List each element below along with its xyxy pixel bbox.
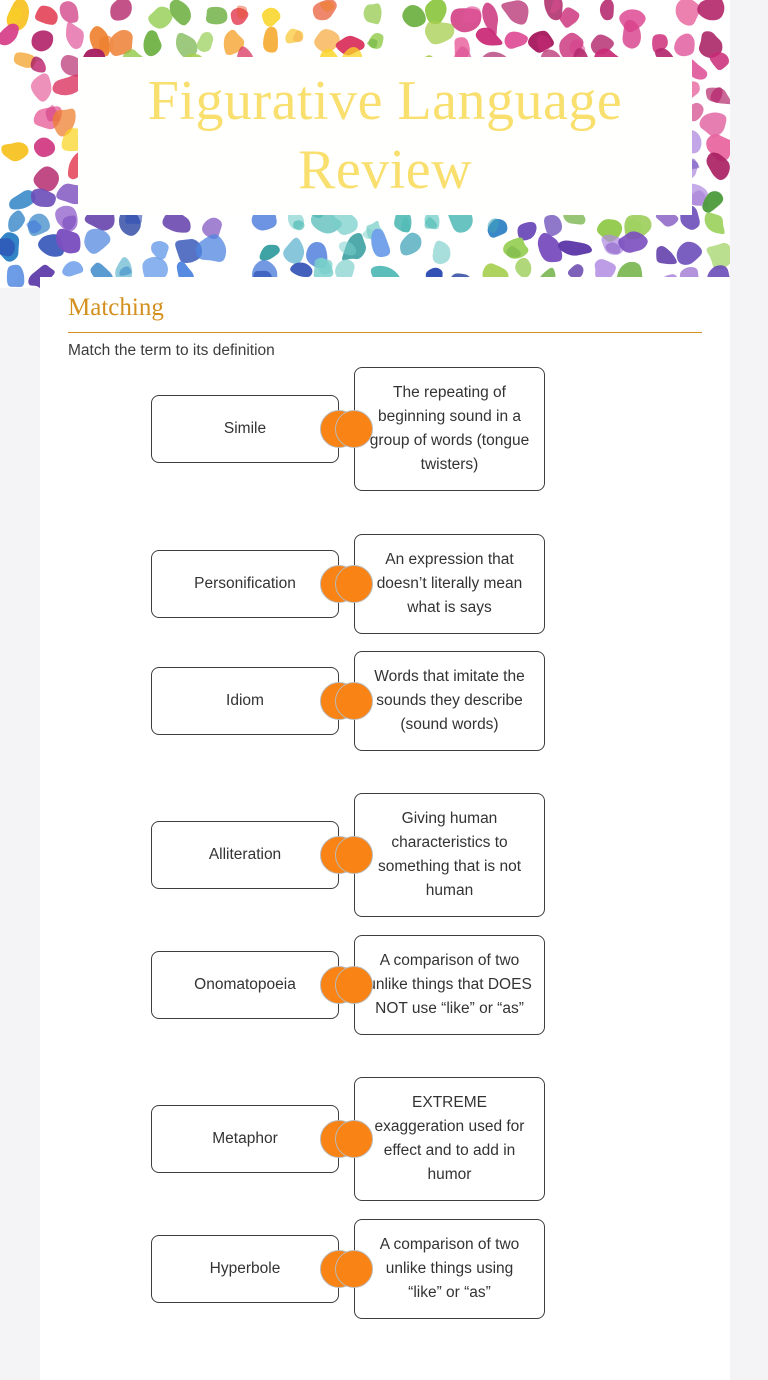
match-row: Personification An expression that doesn’…	[40, 534, 730, 635]
definition-box[interactable]: EXTREME exaggeration used for effect and…	[335, 1077, 545, 1202]
title-card: Figurative Language Review	[78, 57, 692, 215]
term-label: Idiom	[226, 691, 264, 709]
term-box[interactable]: Simile	[151, 395, 358, 463]
definition-label: Giving human characteristics to somethin…	[377, 810, 522, 900]
definition-label: The repeating of beginning sound in a gr…	[369, 384, 530, 474]
definition-connector-knob[interactable]	[335, 966, 373, 1005]
definition-connector-knob[interactable]	[335, 1250, 373, 1289]
definition-box[interactable]: An expression that doesn’t literally mea…	[335, 534, 545, 635]
definition-box[interactable]: A comparison of two unlike things that D…	[335, 935, 545, 1036]
term-column: Simile	[40, 367, 358, 463]
match-row: Hyperbole A comparison of two unlike thin…	[40, 1219, 730, 1320]
term-label: Metaphor	[212, 1129, 278, 1147]
definition-box[interactable]: Words that imitate the sounds they descr…	[335, 651, 545, 752]
term-box[interactable]: Hyperbole	[151, 1235, 358, 1303]
term-label: Hyperbole	[209, 1259, 281, 1277]
definition-connector-knob[interactable]	[335, 682, 373, 721]
definition-connector-knob[interactable]	[335, 836, 373, 875]
match-row: Onomatopoeia A comparison of two unlike t…	[40, 935, 730, 1036]
definition-column: The repeating of beginning sound in a gr…	[335, 367, 730, 492]
term-box[interactable]: Metaphor	[151, 1105, 358, 1173]
definition-label: Words that imitate the sounds they descr…	[374, 668, 525, 734]
term-column: Idiom	[40, 651, 358, 735]
term-column: Onomatopoeia	[40, 935, 358, 1019]
page-title: Figurative Language Review	[147, 69, 623, 201]
match-row: Idiom Words that imitate the sounds they …	[40, 651, 730, 752]
term-box[interactable]: Idiom	[151, 667, 358, 735]
definition-connector-knob[interactable]	[335, 410, 373, 449]
term-box[interactable]: Alliteration	[151, 821, 358, 889]
definition-connector-knob[interactable]	[335, 1120, 373, 1159]
definition-column: A comparison of two unlike things using …	[335, 1219, 730, 1320]
term-label: Simile	[223, 419, 267, 437]
section-title: Matching	[68, 294, 164, 321]
term-box[interactable]: Onomatopoeia	[151, 951, 358, 1019]
term-label: Onomatopoeia	[194, 975, 296, 993]
match-row: Metaphor EXTREME exaggeration used for ef…	[40, 1077, 730, 1202]
instructions-text: Match the term to its definition	[68, 342, 275, 359]
definition-column: An expression that doesn’t literally mea…	[335, 534, 730, 635]
term-column: Hyperbole	[40, 1219, 358, 1303]
section-divider	[68, 331, 702, 333]
definition-label: A comparison of two unlike things that D…	[367, 952, 532, 1018]
worksheet-content-sheet: Matching Match the term to its definitio…	[40, 277, 730, 1380]
match-row: Alliteration Giving human characteristics…	[40, 793, 730, 918]
term-column: Alliteration	[40, 793, 358, 889]
definition-connector-knob[interactable]	[335, 565, 373, 604]
section-header: Matching	[68, 292, 702, 341]
definition-box[interactable]: Giving human characteristics to somethin…	[335, 793, 545, 918]
definition-label: A comparison of two unlike things using …	[379, 1236, 520, 1302]
definition-label: EXTREME exaggeration used for effect and…	[374, 1094, 525, 1184]
definition-label: An expression that doesn’t literally mea…	[376, 551, 523, 617]
term-column: Metaphor	[40, 1077, 358, 1173]
definition-column: Giving human characteristics to somethin…	[335, 793, 730, 918]
definition-column: EXTREME exaggeration used for effect and…	[335, 1077, 730, 1202]
term-label: Alliteration	[208, 845, 282, 863]
term-label: Personification	[194, 574, 296, 592]
definition-box[interactable]: The repeating of beginning sound in a gr…	[335, 367, 545, 492]
definition-box[interactable]: A comparison of two unlike things using …	[335, 1219, 545, 1320]
definition-column: Words that imitate the sounds they descr…	[335, 651, 730, 752]
definition-column: A comparison of two unlike things that D…	[335, 935, 730, 1036]
term-box[interactable]: Personification	[151, 550, 358, 618]
header-banner: Figurative Language Review	[0, 0, 730, 288]
term-column: Personification	[40, 534, 358, 618]
match-row: Simile The repeating of beginning sound i…	[40, 367, 730, 492]
